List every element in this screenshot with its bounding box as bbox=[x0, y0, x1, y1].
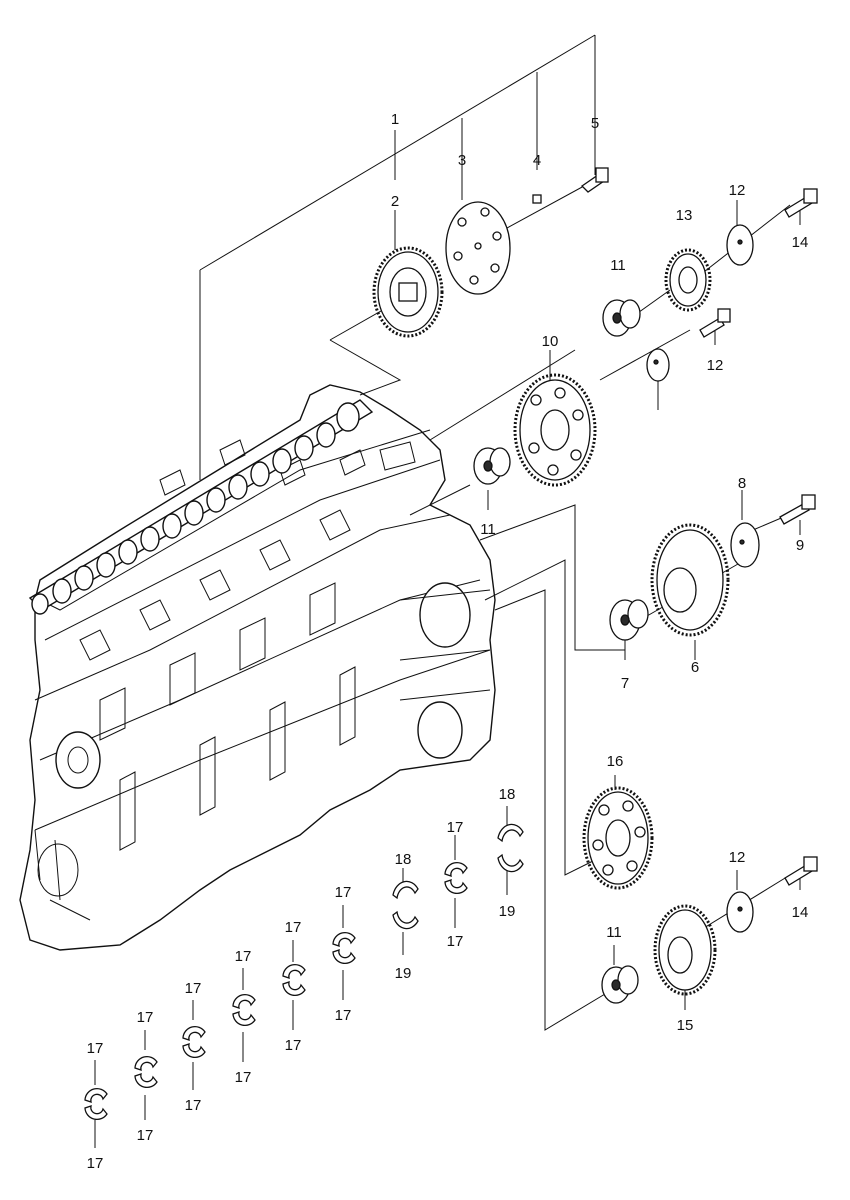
callout-1: 1 bbox=[391, 111, 399, 128]
thrust-plate-lower bbox=[726, 891, 754, 933]
callout-18-left: 18 bbox=[395, 851, 412, 868]
thrust-plate-middle bbox=[646, 348, 670, 382]
callout-2: 2 bbox=[391, 193, 399, 210]
leader-lines bbox=[94, 34, 801, 1148]
thrust-plate-upper bbox=[726, 224, 754, 266]
callout-12-middle: 12 bbox=[707, 357, 724, 374]
cam-bolt bbox=[580, 167, 609, 193]
idler-hub-7 bbox=[609, 599, 649, 641]
idler-gear-6 bbox=[650, 523, 730, 637]
callout-3: 3 bbox=[458, 152, 466, 169]
bolt-upper bbox=[784, 188, 818, 218]
callout-19-right: 19 bbox=[499, 903, 516, 920]
idler-hub-lower bbox=[601, 965, 639, 1004]
callout-13: 13 bbox=[676, 207, 693, 224]
callout-18-right: 18 bbox=[499, 786, 516, 803]
idler-hub-middle bbox=[473, 447, 511, 485]
callout-12-upper: 12 bbox=[729, 182, 746, 199]
callout-16: 16 bbox=[607, 753, 624, 770]
idler-gear-large bbox=[513, 373, 597, 487]
callout-5: 5 bbox=[591, 115, 599, 132]
callout-19-left: 19 bbox=[395, 965, 412, 982]
callout-17: 17 bbox=[185, 1097, 202, 1114]
callout-17: 17 bbox=[137, 1127, 154, 1144]
callout-17: 17 bbox=[235, 1069, 252, 1086]
callout-17: 17 bbox=[447, 819, 464, 836]
idler-gear-15 bbox=[653, 904, 717, 996]
dowel-pin bbox=[532, 194, 542, 204]
callout-11-middle: 11 bbox=[480, 521, 496, 538]
callout-11-upper: 11 bbox=[610, 257, 626, 274]
callout-9: 9 bbox=[796, 537, 804, 554]
idler-gear-small bbox=[664, 248, 712, 312]
callout-17: 17 bbox=[447, 933, 464, 950]
thrust-plate-8 bbox=[730, 522, 760, 568]
callout-17: 17 bbox=[87, 1155, 104, 1172]
idler-gear-16 bbox=[582, 786, 654, 890]
bolt-lower bbox=[784, 856, 818, 886]
callout-10: 10 bbox=[542, 333, 559, 350]
callout-4: 4 bbox=[533, 152, 541, 169]
thrust-rings bbox=[392, 823, 524, 930]
idler-hub-upper bbox=[602, 299, 641, 337]
bolt-9 bbox=[779, 494, 816, 525]
callout-labels: 1 2 3 4 5 12 13 14 11 10 12 11 8 9 7 6 1… bbox=[87, 111, 809, 1172]
callout-12-lower: 12 bbox=[729, 849, 746, 866]
callout-14-lower: 14 bbox=[792, 904, 809, 921]
callout-17: 17 bbox=[285, 1037, 302, 1054]
callout-17: 17 bbox=[87, 1040, 104, 1057]
callout-7: 7 bbox=[621, 675, 629, 692]
callout-17: 17 bbox=[335, 884, 352, 901]
cam-plate bbox=[445, 201, 511, 295]
callout-8: 8 bbox=[738, 475, 746, 492]
callout-15: 15 bbox=[677, 1017, 694, 1034]
callout-14-upper: 14 bbox=[792, 234, 809, 251]
callout-6: 6 bbox=[691, 659, 699, 676]
cam-gear bbox=[372, 246, 444, 338]
bearing-shells bbox=[84, 861, 468, 1121]
engine-block bbox=[19, 384, 496, 951]
callout-17: 17 bbox=[185, 980, 202, 997]
bolt-middle bbox=[699, 308, 731, 338]
callout-17: 17 bbox=[335, 1007, 352, 1024]
camshaft bbox=[28, 399, 374, 615]
callout-17: 17 bbox=[235, 948, 252, 965]
callout-17: 17 bbox=[137, 1009, 154, 1026]
callout-11-lower: 11 bbox=[606, 924, 622, 941]
callout-17: 17 bbox=[285, 919, 302, 936]
